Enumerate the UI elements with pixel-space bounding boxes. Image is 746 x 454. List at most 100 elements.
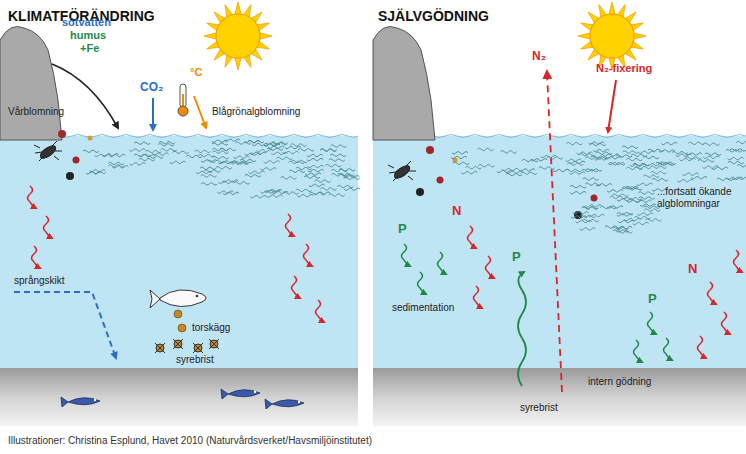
dead-egg-cross bbox=[193, 343, 203, 353]
algae bbox=[201, 175, 217, 177]
algae bbox=[617, 199, 633, 201]
algae bbox=[613, 230, 629, 232]
algae bbox=[727, 177, 743, 179]
algae bbox=[660, 162, 676, 164]
process-label: N₂-fixering bbox=[596, 62, 652, 75]
algae bbox=[616, 155, 632, 157]
algae bbox=[688, 142, 704, 144]
algae bbox=[204, 170, 220, 172]
algae bbox=[608, 162, 624, 164]
algae bbox=[626, 158, 642, 160]
algae bbox=[339, 169, 355, 171]
algae bbox=[83, 150, 99, 152]
algae bbox=[321, 188, 337, 190]
algae bbox=[307, 154, 323, 156]
algae bbox=[329, 194, 345, 196]
algae bbox=[331, 145, 347, 147]
algae bbox=[617, 214, 633, 216]
input-label: humus bbox=[70, 29, 106, 42]
algae bbox=[585, 183, 601, 185]
algae bbox=[612, 194, 628, 196]
algae bbox=[298, 149, 314, 151]
algae bbox=[130, 163, 146, 165]
algae bbox=[329, 159, 345, 161]
algae bbox=[170, 161, 186, 163]
algae bbox=[285, 146, 301, 148]
algae bbox=[296, 189, 312, 191]
algae bbox=[637, 183, 653, 185]
sun-ray bbox=[204, 33, 216, 39]
algae bbox=[95, 154, 111, 156]
sun-ray bbox=[260, 33, 272, 39]
sun-ray bbox=[578, 33, 590, 39]
algae bbox=[570, 186, 586, 188]
algae bbox=[451, 156, 467, 158]
algae bbox=[201, 183, 217, 185]
algae bbox=[586, 205, 602, 207]
algae bbox=[644, 209, 660, 211]
algae bbox=[320, 149, 336, 151]
nitrogen-arrow bbox=[28, 186, 37, 208]
algae bbox=[531, 159, 547, 161]
algae bbox=[283, 192, 299, 194]
layer-label: språngskikt bbox=[14, 275, 65, 287]
algae bbox=[344, 177, 360, 179]
bloom-label: Vårblomning bbox=[8, 106, 64, 118]
sun bbox=[204, 2, 272, 70]
algae bbox=[158, 144, 174, 146]
dead-egg bbox=[174, 340, 182, 348]
algae bbox=[652, 179, 668, 181]
phosphorus-arrow bbox=[438, 252, 447, 274]
panel-heading: SJÄLVGÖDNING bbox=[378, 8, 489, 24]
algae bbox=[686, 153, 702, 155]
algae bbox=[736, 141, 746, 143]
algae bbox=[112, 166, 128, 168]
algae bbox=[344, 188, 360, 190]
algae bbox=[289, 170, 305, 172]
algae bbox=[583, 178, 599, 180]
algae bbox=[704, 143, 720, 145]
algae bbox=[224, 139, 240, 141]
process-label: intern gödning bbox=[588, 376, 651, 388]
oxygen-label: syrebrist bbox=[176, 354, 214, 366]
algae bbox=[596, 184, 612, 186]
algae bbox=[134, 154, 150, 156]
algae bbox=[453, 162, 469, 164]
algae bbox=[728, 161, 744, 163]
algae bbox=[712, 167, 728, 169]
algae bbox=[234, 182, 250, 184]
input-label: +Fe bbox=[80, 42, 99, 55]
algae bbox=[698, 160, 714, 162]
algae bbox=[580, 228, 596, 230]
algae bbox=[573, 212, 589, 214]
algae bbox=[325, 164, 341, 166]
algae bbox=[338, 173, 354, 175]
algae bbox=[519, 169, 535, 171]
algae bbox=[638, 192, 654, 194]
egg-label: torskägg bbox=[192, 322, 230, 334]
algae bbox=[291, 160, 307, 162]
algae bbox=[622, 146, 638, 148]
caption: Illustrationer: Christina Esplund, Havet… bbox=[8, 435, 372, 447]
algae bbox=[296, 167, 312, 169]
nitrogen-arrow bbox=[316, 300, 325, 322]
algae bbox=[478, 148, 494, 150]
algae bbox=[566, 159, 582, 161]
nitrogen-arrow bbox=[486, 256, 495, 278]
algae bbox=[90, 171, 106, 173]
algae bbox=[541, 155, 557, 157]
algae bbox=[108, 162, 124, 164]
algae bbox=[198, 154, 214, 156]
algae bbox=[623, 151, 639, 153]
algae bbox=[304, 176, 320, 178]
nutrient-label: N bbox=[688, 262, 697, 277]
algae bbox=[626, 188, 642, 190]
bloom-label: ...fortsatt ökande algblomningar bbox=[657, 186, 743, 209]
algae bbox=[452, 152, 468, 154]
dead-egg-cross bbox=[155, 343, 165, 353]
algae bbox=[250, 196, 266, 198]
algae bbox=[216, 167, 232, 169]
algae bbox=[639, 197, 655, 199]
algae bbox=[277, 157, 293, 159]
algae bbox=[245, 153, 261, 155]
